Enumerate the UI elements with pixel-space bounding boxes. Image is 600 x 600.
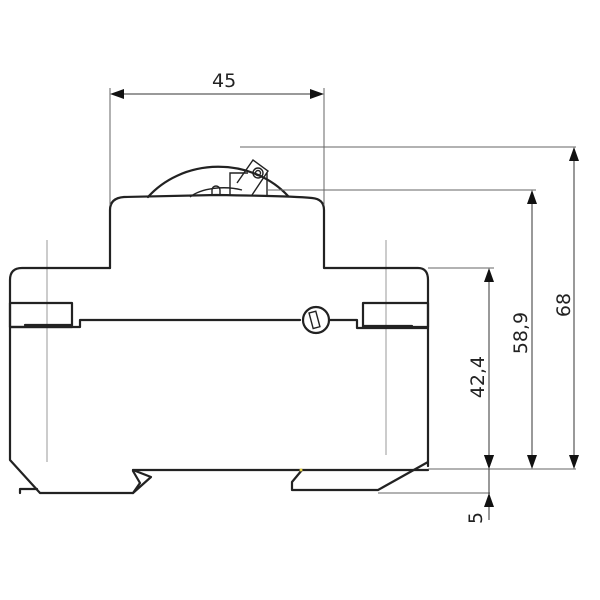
rail-clip-left bbox=[131, 468, 153, 495]
lever-pivot-outer bbox=[252, 167, 264, 179]
arrow-58-9-bottom bbox=[527, 455, 537, 469]
dim-label-58-9: 58,9 bbox=[510, 311, 533, 355]
arrow-58-9-top bbox=[527, 190, 537, 204]
arrow-right bbox=[310, 89, 324, 99]
toggle-lever bbox=[146, 159, 290, 199]
terminal-left-box bbox=[8, 301, 74, 329]
dim-label-68: 68 bbox=[553, 292, 576, 318]
lever-knob bbox=[211, 185, 221, 196]
arrow-left bbox=[110, 89, 124, 99]
lever-bracket bbox=[229, 172, 248, 196]
dimension-height-total bbox=[569, 147, 579, 469]
rail-foot-left bbox=[18, 487, 39, 495]
lever-pivot-inner bbox=[254, 169, 262, 177]
terminal-right-box bbox=[361, 301, 430, 329]
arrow-42-4-top bbox=[484, 268, 494, 282]
dimension-rail-offset bbox=[484, 455, 494, 520]
screw bbox=[301, 305, 331, 335]
dim-label-42-4: 42,4 bbox=[467, 355, 490, 399]
device-body-outline bbox=[108, 193, 430, 492]
arrow-68-top bbox=[569, 147, 579, 161]
arrow-5-bottom bbox=[484, 493, 494, 507]
terminal-right bbox=[327, 301, 430, 330]
terminal-left-step bbox=[8, 318, 302, 329]
lever-dome-arc bbox=[146, 165, 290, 199]
marker-dot bbox=[299, 468, 303, 472]
arrow-5-top bbox=[484, 455, 494, 469]
terminal-left bbox=[8, 301, 302, 329]
screw-slot bbox=[308, 310, 321, 330]
device-body-left bbox=[8, 266, 142, 495]
lever-arm bbox=[236, 159, 269, 196]
dim-label-5: 5 bbox=[465, 511, 488, 525]
dim-label-width: 45 bbox=[212, 70, 237, 92]
dimension-width bbox=[109, 88, 325, 205]
dimension-height-cap bbox=[527, 190, 537, 469]
arrow-68-bottom bbox=[569, 455, 579, 469]
